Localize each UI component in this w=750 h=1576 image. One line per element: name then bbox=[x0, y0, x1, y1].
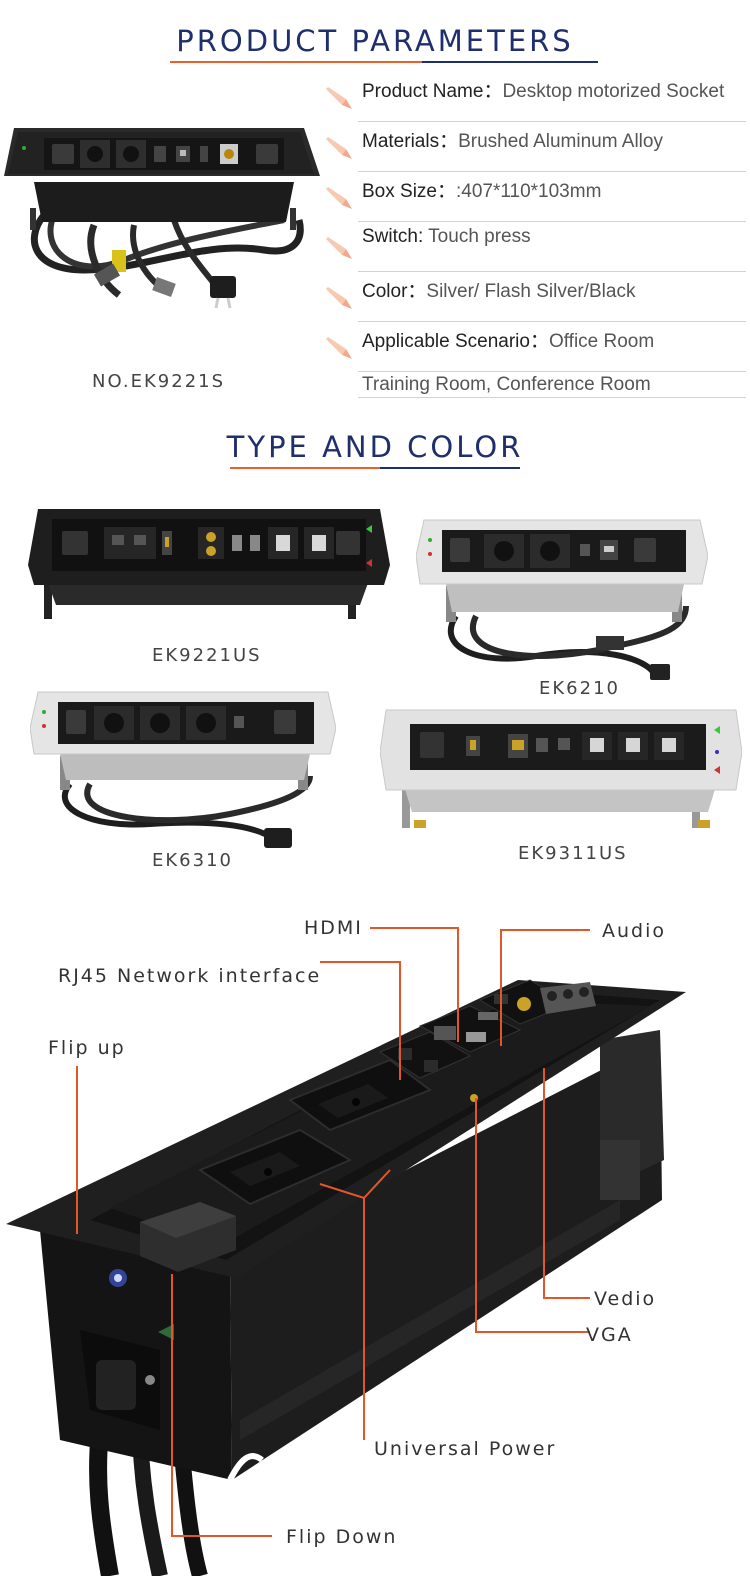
label-vedio: Vedio bbox=[594, 1288, 657, 1310]
label-flip-down: Flip Down bbox=[286, 1526, 398, 1548]
param-divider bbox=[358, 171, 746, 172]
model-label-ek6310: EK6310 bbox=[152, 850, 233, 871]
product-diagram-image bbox=[6, 979, 686, 1576]
product-image-ek6210 bbox=[416, 519, 708, 680]
param-value: Brushed Aluminum Alloy bbox=[458, 131, 663, 152]
parameters-title-underline-2 bbox=[422, 61, 598, 63]
param-value: Touch press bbox=[423, 226, 531, 247]
param-value: Silver/ Flash Silver/Black bbox=[426, 281, 636, 302]
param-continuation: Training Room, Conference Room bbox=[362, 374, 651, 395]
label-hdmi: HDMI bbox=[304, 917, 363, 939]
annotation-leader-lines bbox=[76, 927, 590, 1537]
parameters-title-underline bbox=[170, 61, 422, 63]
param-divider bbox=[358, 221, 746, 222]
label-rj45: RJ45 Network interface bbox=[58, 965, 322, 987]
model-label-ek9221s: NO.EK9221S bbox=[92, 371, 226, 392]
label-vga: VGA bbox=[586, 1324, 633, 1346]
param-divider bbox=[358, 371, 746, 372]
param-value: Desktop motorized Socket bbox=[502, 81, 725, 102]
param-row-switch: Switch: Touch press bbox=[322, 222, 746, 272]
param-divider bbox=[358, 321, 746, 322]
model-label-ek9221us: EK9221US bbox=[152, 645, 262, 666]
param-row-materials: Materials：Brushed Aluminum Alloy bbox=[322, 122, 746, 172]
pencil-icon bbox=[326, 287, 352, 309]
type-color-title-underline bbox=[230, 467, 380, 469]
param-label: Product Name： bbox=[362, 81, 503, 102]
param-label: Switch: bbox=[362, 226, 424, 247]
product-image-ek9311us bbox=[380, 709, 742, 828]
param-value: Office Room bbox=[548, 331, 655, 352]
param-label: Materials： bbox=[362, 131, 459, 152]
parameters-title: PRODUCT PARAMETERS bbox=[176, 24, 574, 58]
model-label-ek9311us: EK9311US bbox=[518, 843, 628, 864]
model-label-ek6210: EK6210 bbox=[539, 678, 620, 699]
param-divider bbox=[358, 271, 746, 272]
pencil-icon bbox=[326, 187, 352, 209]
label-flip-up: Flip up bbox=[48, 1037, 126, 1059]
label-audio: Audio bbox=[602, 920, 667, 942]
param-value: :407*110*103mm bbox=[455, 181, 602, 202]
pencil-icon bbox=[326, 87, 352, 109]
param-row-product-name: Product Name：Desktop motorized Socket bbox=[322, 72, 746, 122]
product-image-ek9221s bbox=[4, 128, 320, 309]
pencil-icon bbox=[326, 237, 352, 259]
param-divider bbox=[358, 121, 746, 122]
param-label: Box Size： bbox=[362, 181, 456, 202]
pencil-icon bbox=[326, 137, 352, 159]
product-image-ek9221us bbox=[28, 509, 390, 619]
label-universal-power: Universal Power bbox=[374, 1438, 557, 1460]
param-label: Applicable Scenario： bbox=[362, 331, 549, 352]
param-row-color: Color：Silver/ Flash Silver/Black bbox=[322, 272, 746, 322]
product-image-ek6310 bbox=[30, 691, 336, 848]
param-row-scenario: Applicable Scenario：Office Room bbox=[322, 322, 746, 372]
type-color-title: TYPE AND COLOR bbox=[226, 430, 524, 464]
pencil-icon bbox=[326, 337, 352, 359]
param-row-scenario-continued: Training Room, Conference Room bbox=[322, 370, 746, 398]
param-divider bbox=[358, 397, 746, 398]
type-color-title-underline-2 bbox=[380, 467, 520, 469]
param-row-box-size: Box Size：:407*110*103mm bbox=[322, 172, 746, 222]
param-label: Color： bbox=[362, 281, 427, 302]
